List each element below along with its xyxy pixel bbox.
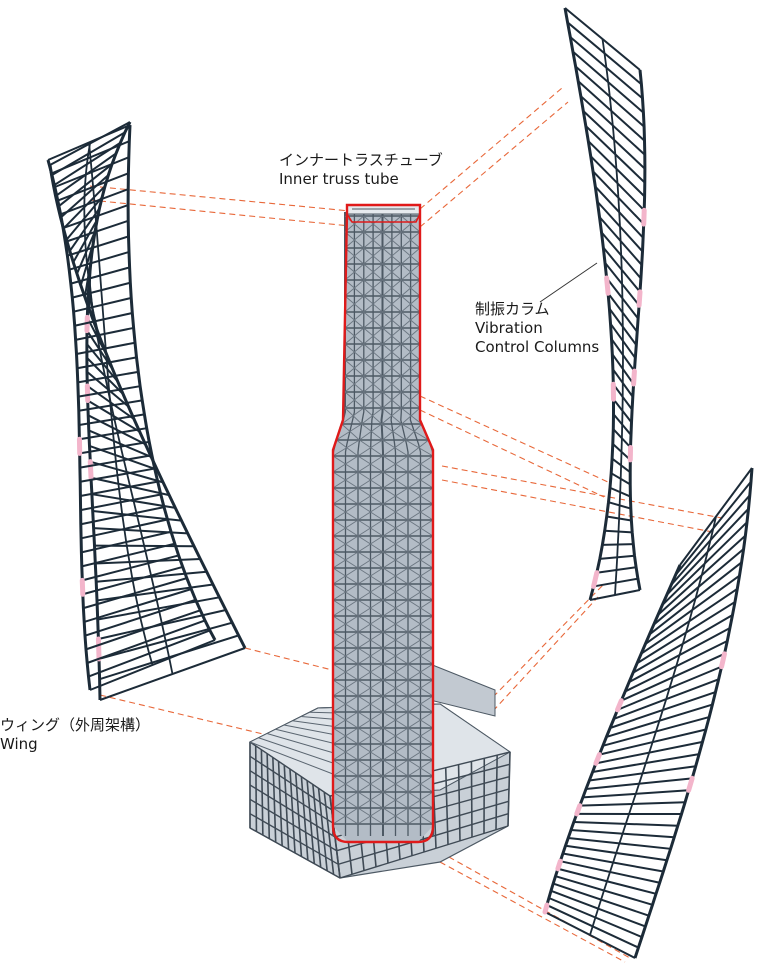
inner-truss-tube-label-ja: インナートラスチューブ xyxy=(279,151,443,169)
inner-tube-outline xyxy=(331,203,435,844)
damper-mark xyxy=(591,570,600,589)
damper-mark xyxy=(79,577,86,597)
wing-label-en: Wing xyxy=(0,735,38,753)
damper-mark xyxy=(604,275,611,296)
damper-mark xyxy=(636,289,643,308)
wing-label: ウィング（外周架構） Wing xyxy=(0,716,150,754)
wing-frames xyxy=(46,7,754,959)
vibration-label-ja: 制振カラム xyxy=(475,300,550,318)
dashed-leader-lines xyxy=(89,87,723,963)
damper-mark xyxy=(574,803,583,817)
damper-mark xyxy=(95,636,102,662)
callout-line xyxy=(539,262,598,303)
damper-mark xyxy=(593,752,602,766)
inner-truss-tube xyxy=(331,203,435,844)
damper-mark xyxy=(555,858,563,872)
right-upper-wing xyxy=(563,7,647,601)
right-lower-wing xyxy=(542,467,754,959)
vibration-label-en1: Vibration xyxy=(475,319,543,337)
vibration-label-en2: Control Columns xyxy=(475,338,600,356)
tower-structure xyxy=(249,203,511,879)
damper-mark xyxy=(631,368,637,387)
damper-mark xyxy=(615,698,624,713)
damper-mark xyxy=(686,775,695,793)
inner-truss-tube-label-en: Inner truss tube xyxy=(279,170,399,188)
damper-mark xyxy=(719,651,727,670)
damper-mark xyxy=(87,459,94,481)
left-wing-back xyxy=(46,124,217,691)
wing-label-ja: ウィング（外周架構） xyxy=(0,716,151,734)
inner-truss-tube-label: インナートラスチューブ Inner truss tube xyxy=(279,151,443,189)
vibration-control-columns-label: 制振カラム Vibration Control Columns xyxy=(475,300,599,357)
damper-mark xyxy=(542,902,550,915)
